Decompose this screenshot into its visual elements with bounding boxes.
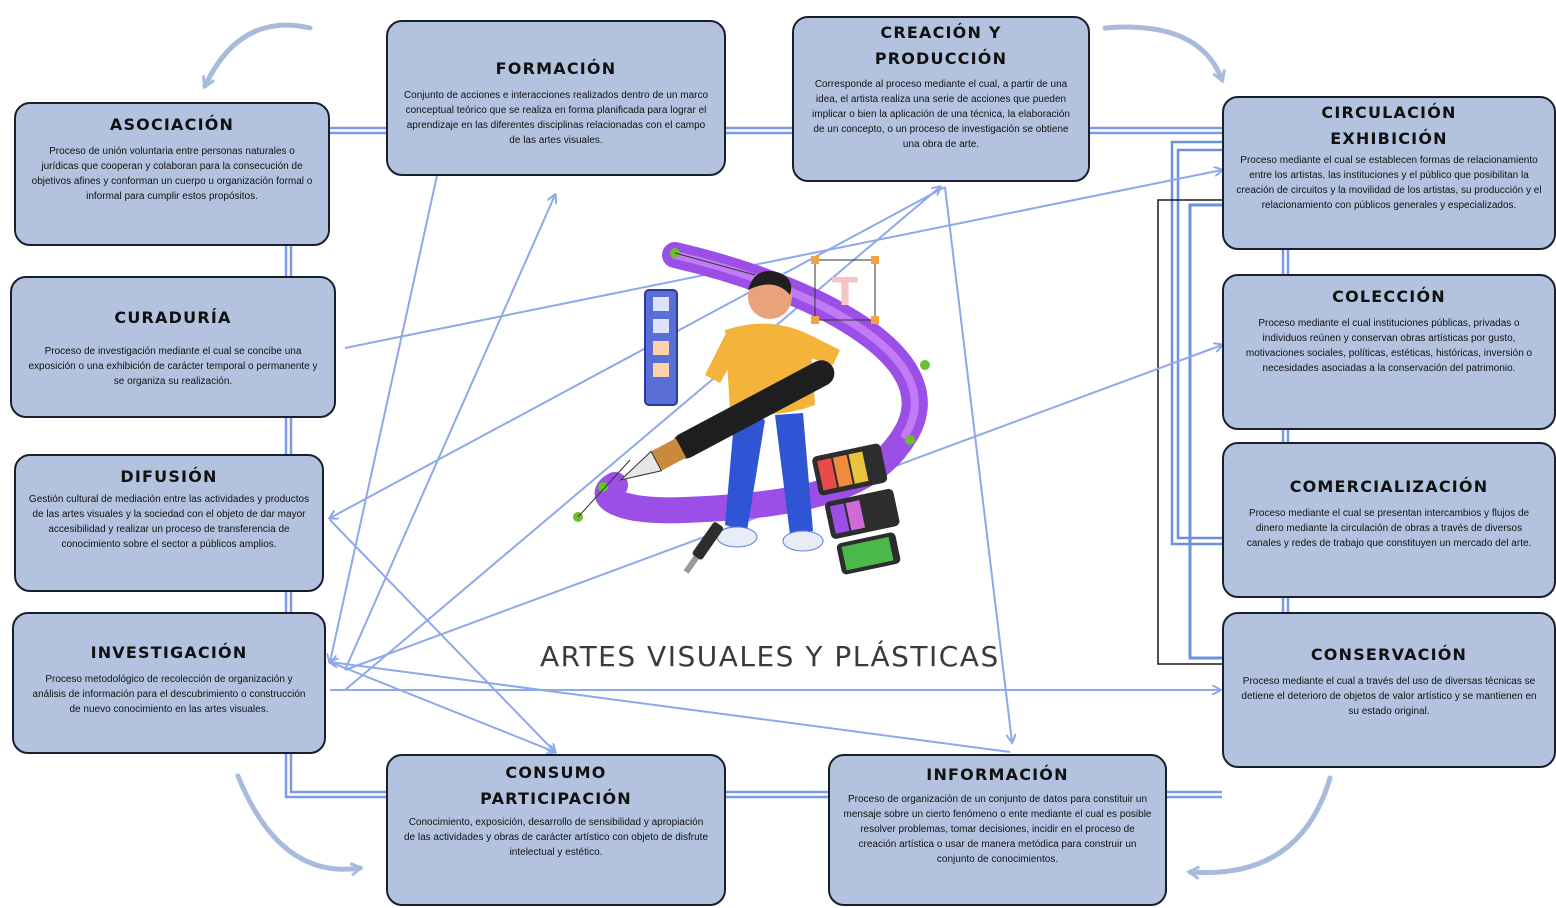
box-conservacion: CONSERVACIÓN Proceso mediante el cual a … (1222, 612, 1556, 768)
box-coleccion-text: Proceso mediante el cual instituciones p… (1245, 317, 1533, 374)
box-difusion-text: Gestión cultural de mediación entre las … (28, 493, 310, 550)
box-investigacion-text: Proceso metodológico de recolección de o… (32, 673, 306, 715)
box-coleccion-title: COLECCIÓN (1332, 287, 1446, 306)
box-difusion: DIFUSIÓN Gestión cultural de mediación e… (14, 454, 324, 592)
box-circulacion-text: Proceso mediante el cual se establecen f… (1236, 155, 1542, 212)
box-comercializacion-title: COMERCIALIZACIÓN (1289, 477, 1489, 496)
network-arrows (330, 161, 1222, 752)
box-conservacion-title: CONSERVACIÓN (1310, 645, 1468, 664)
box-consumo-text: Conocimiento, exposición, desarrollo de … (403, 817, 709, 859)
box-formacion-text: Conjunto de acciones e interacciones rea… (403, 89, 709, 146)
box-consumo: CONSUMO PARTICIPACIÓN Conocimiento, expo… (386, 754, 726, 906)
box-circulacion: CIRCULACIÓN EXHIBICIÓN Proceso mediante … (1222, 96, 1556, 250)
box-asociacion-text: Proceso de unión voluntaria entre person… (31, 145, 313, 202)
cycle-arrows (205, 22, 1333, 872)
box-formacion: FORMACIÓN Conjunto de acciones e interac… (386, 20, 726, 176)
svg-text:T: T (832, 270, 858, 314)
box-conservacion-text: Proceso mediante el cual a través del us… (1241, 675, 1537, 717)
box-comercializacion: COMERCIALIZACIÓN Proceso mediante el cua… (1222, 442, 1556, 598)
box-consumo-title: CONSUMO PARTICIPACIÓN (480, 763, 632, 808)
box-difusion-title: DIFUSIÓN (120, 467, 218, 486)
box-curaduria-title: CURADURÍA (114, 307, 232, 327)
box-creacion-text: Corresponde al proceso mediante el cual,… (812, 79, 1070, 151)
right-bracket-lines (1157, 140, 1222, 665)
box-comercializacion-text: Proceso mediante el cual se presentan in… (1246, 507, 1532, 549)
box-circulacion-title: CIRCULACIÓN EXHIBICIÓN (1321, 103, 1457, 148)
frame-connectors (284, 126, 1290, 799)
box-asociacion: ASOCIACIÓN Proceso de unión voluntaria e… (14, 102, 330, 246)
box-creacion: CREACIÓN Y PRODUCCIÓN Corresponde al pro… (792, 16, 1090, 182)
box-coleccion: COLECCIÓN Proceso mediante el cual insti… (1222, 274, 1556, 430)
diagram-title: ARTES VISUALES Y PLÁSTICAS (540, 640, 1000, 673)
artist-with-giant-pen-illustration: T (573, 242, 930, 575)
box-informacion: INFORMACIÓN Proceso de organización de u… (828, 754, 1167, 906)
box-informacion-text: Proceso de organización de un conjunto d… (843, 793, 1152, 865)
box-asociacion-title: ASOCIACIÓN (109, 115, 235, 134)
box-curaduria-text: Proceso de investigación mediante el cua… (28, 346, 318, 388)
box-informacion-title: INFORMACIÓN (926, 765, 1069, 784)
box-creacion-title: CREACIÓN Y PRODUCCIÓN (874, 23, 1008, 68)
box-formacion-title: FORMACIÓN (495, 59, 617, 78)
box-investigacion: INVESTIGACIÓN Proceso metodológico de re… (12, 612, 326, 754)
box-investigacion-title: INVESTIGACIÓN (90, 643, 248, 662)
box-curaduria: CURADURÍA Proceso de investigación media… (10, 276, 336, 418)
